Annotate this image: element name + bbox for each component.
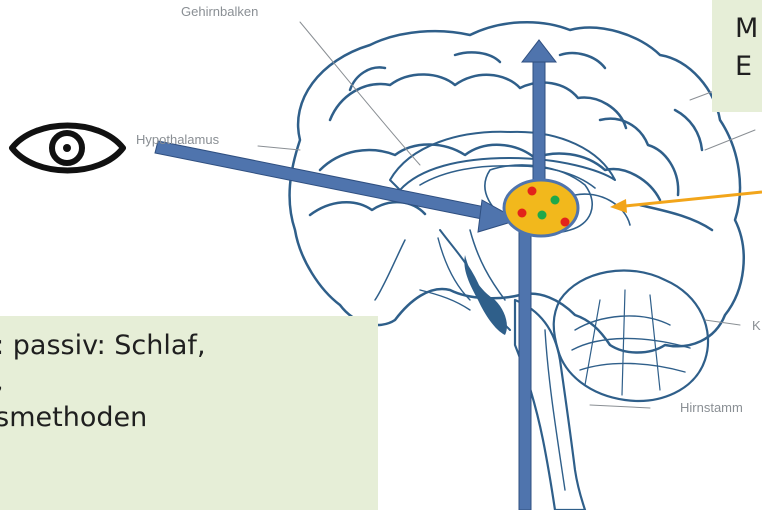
leader-hypothalamus: [258, 146, 300, 150]
left-text-box: n: passiv: Schlaf, g, gsmethoden: [0, 316, 378, 510]
right-box-line-1: M: [735, 10, 762, 48]
label-hypothalamus: Hypothalamus: [136, 132, 219, 147]
red-dot: [518, 209, 527, 218]
left-box-line-1: n: passiv: Schlaf,: [0, 328, 378, 364]
bottom-input-line: [519, 212, 531, 510]
leader-brainstem: [590, 405, 650, 408]
orange-pointer-head: [610, 199, 627, 213]
left-box-line-3: gsmethoden: [0, 400, 378, 436]
right-box-line-2: E: [735, 48, 762, 86]
hypothalamus-nucleus: [504, 180, 578, 236]
leader-corpus-callosum: [300, 22, 420, 165]
up-arrow-head: [522, 40, 556, 62]
eye-arrow-shaft: [155, 141, 500, 222]
label-brainstem: Hirnstamm: [680, 400, 743, 415]
cerebellum-shape: [554, 270, 708, 400]
eye-icon: [12, 126, 123, 171]
label-cerebellum-partial: K: [752, 318, 761, 333]
red-dot: [528, 187, 537, 196]
label-corpus-callosum: Gehirnbalken: [181, 4, 258, 19]
left-box-line-2: g,: [0, 364, 378, 400]
green-dot: [551, 196, 560, 205]
green-dot: [538, 211, 547, 220]
red-dot: [561, 218, 570, 227]
orange-pointer-line: [625, 192, 762, 206]
right-text-box: M E: [712, 0, 762, 112]
